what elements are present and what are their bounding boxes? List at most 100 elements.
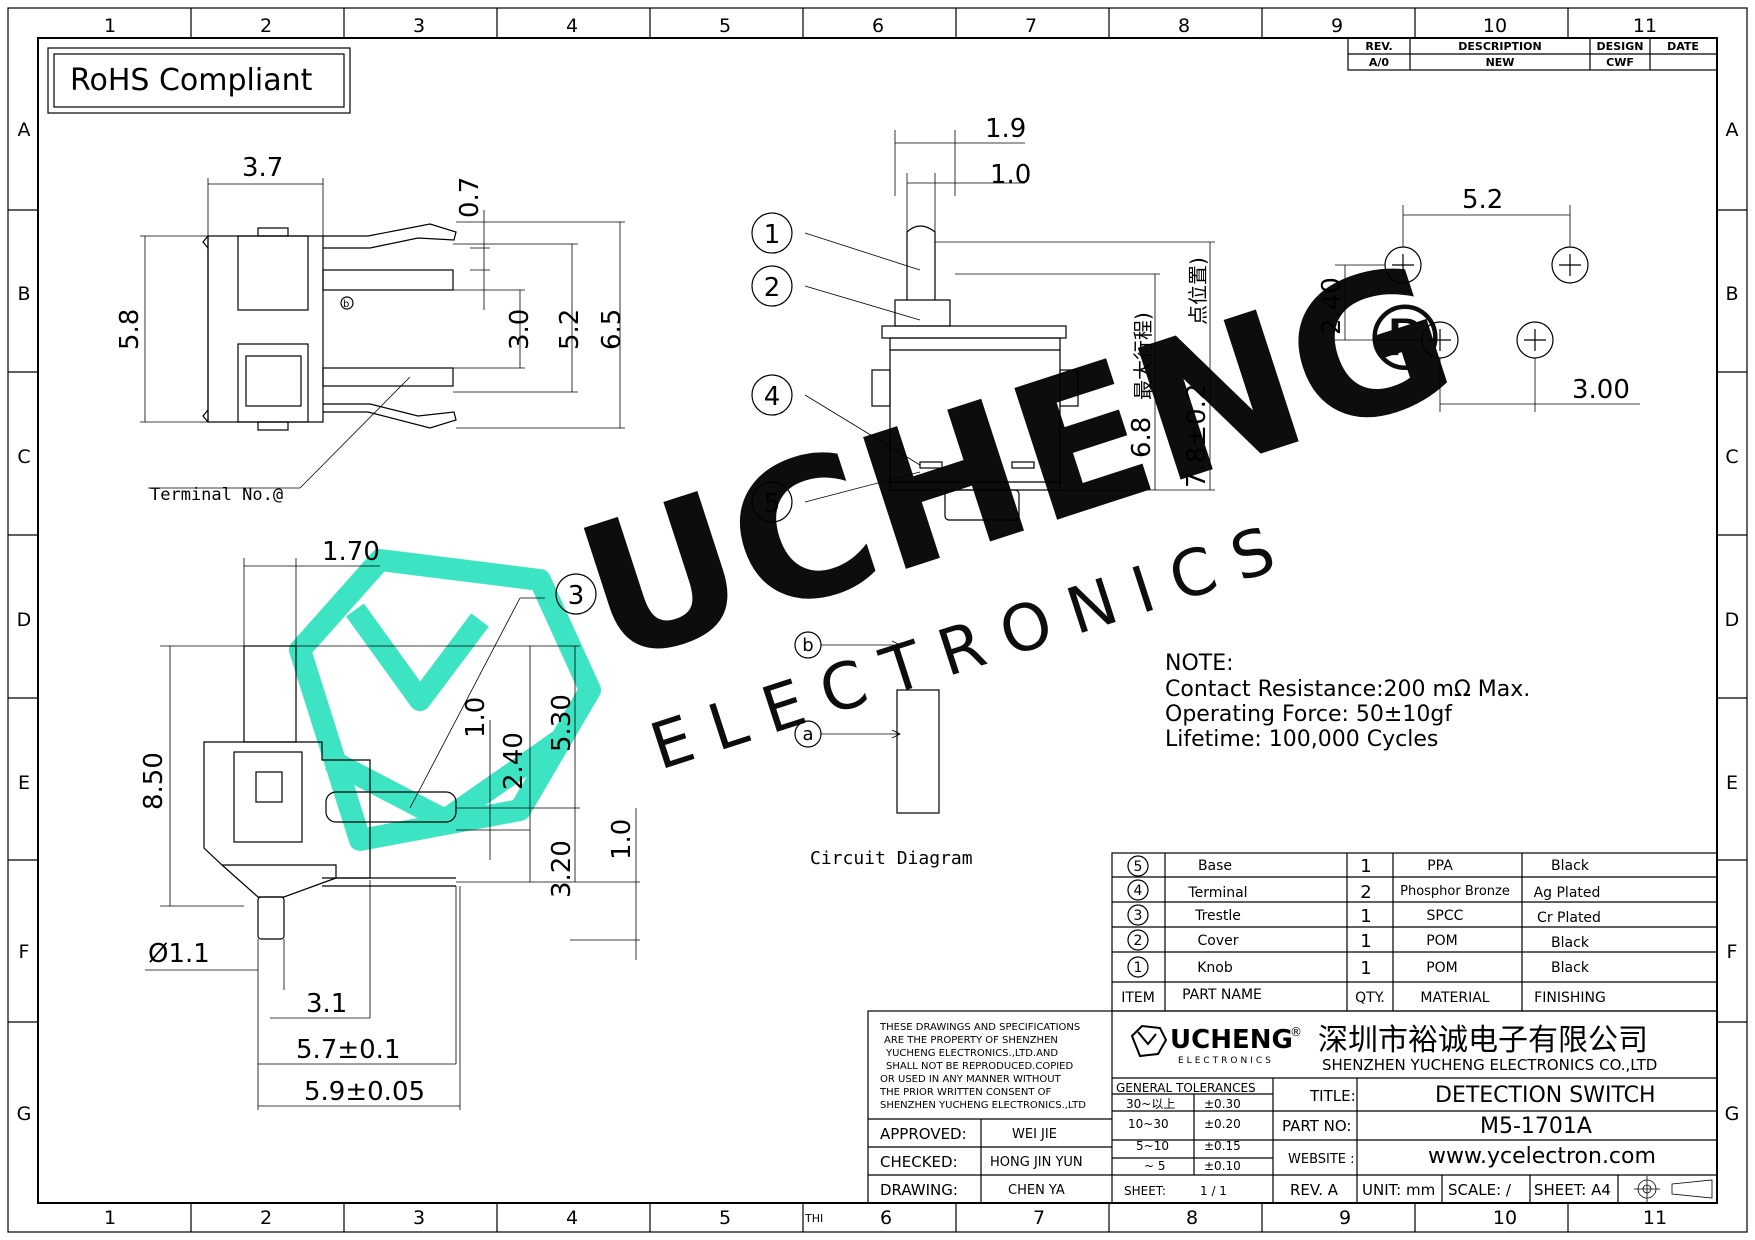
revision-block: REV. DESCRIPTION DESIGN DATE A/0 NEW CWF: [1347, 37, 1718, 71]
row-label: F: [1727, 941, 1738, 963]
bom-material: Phosphor Bronze: [1400, 884, 1510, 899]
sheet-frame: 1 2 3 4 5 6 7 8 9 10 11 1 2 3 4 5 6 7 8 …: [7, 7, 1748, 1233]
bom-header: PART NAME: [1182, 987, 1262, 1003]
bom-item: 5: [1134, 859, 1143, 875]
row-label: B: [17, 283, 30, 305]
bom-name: Terminal: [1187, 885, 1247, 901]
dim-label: 1.0: [461, 697, 491, 738]
bom-item: 2: [1134, 933, 1143, 949]
dim-label: 5.2: [555, 309, 585, 350]
bom-qty: 2: [1360, 882, 1371, 903]
dim-label: 5.30: [547, 694, 577, 752]
col-label: 5: [719, 15, 731, 37]
bom-qty: 1: [1360, 931, 1371, 952]
rev-header: DESCRIPTION: [1458, 40, 1541, 53]
bom-header: MATERIAL: [1420, 990, 1489, 1006]
bom-header: QTY.: [1355, 990, 1385, 1006]
tolerance-value: ±0.30: [1204, 1097, 1241, 1111]
row-label: D: [1725, 609, 1740, 631]
top-left-view: b 3.7 0.7 5.8 3.0 5.2 6.5 Terminal No.@: [115, 153, 627, 505]
dim-label: 0.7: [455, 177, 485, 218]
company-cn: 深圳市裕诚电子有限公司: [1318, 1023, 1648, 1058]
projection-symbol-icon: [1634, 1176, 1713, 1202]
scale-value: SCALE: /: [1448, 1181, 1512, 1199]
col-label: 3: [413, 15, 425, 37]
bom-header: FINISHING: [1534, 990, 1606, 1006]
notice-line: SHALL NOT BE REPRODUCED.COPIED: [886, 1061, 1073, 1072]
col-label: 10: [1483, 15, 1507, 37]
col-label: 6: [872, 15, 884, 37]
note-line: Operating Force: 50±10gf: [1165, 702, 1453, 727]
rohs-badge: RoHS Compliant: [47, 47, 351, 114]
approved-value: WEI JIE: [1012, 1127, 1057, 1142]
tolerance-range: ~ 5: [1144, 1159, 1166, 1173]
col-label: 3: [413, 1207, 425, 1229]
note-line: Contact Resistance:200 mΩ Max.: [1165, 677, 1530, 702]
bom-finish: Black: [1551, 858, 1590, 874]
row-label: G: [17, 1103, 32, 1125]
dim-label: 7.8±0.2: [1182, 384, 1212, 488]
logo-brand: UCHENG: [1170, 1025, 1293, 1055]
sheet-label: SHEET:: [1124, 1184, 1166, 1198]
bom-finish: Ag Plated: [1534, 885, 1601, 901]
dim-label: 3.0: [505, 309, 535, 350]
dim-label: 5.2: [1462, 185, 1503, 215]
terminal-marker: b: [343, 299, 349, 310]
row-label: G: [1725, 1103, 1740, 1125]
notice-line: YUCHENG ELECTRONICS.,LTD.AND: [885, 1048, 1058, 1059]
tolerance-range: 10~30: [1128, 1117, 1169, 1131]
drawing-value: CHEN YA: [1008, 1183, 1065, 1198]
dim-label: 1.0: [607, 819, 637, 860]
tolerance-range: 5~10: [1136, 1139, 1169, 1153]
circuit-diagram: b a Circuit Diagram: [794, 631, 973, 869]
row-label: F: [19, 941, 30, 963]
notice-line: ARE THE PROPERTY OF SHENZHEN: [884, 1035, 1058, 1046]
bom-material: PPA: [1427, 858, 1453, 874]
bom-header: ITEM: [1121, 990, 1155, 1006]
col-label: 4: [566, 1207, 578, 1229]
title-block: THESE DRAWINGS AND SPECIFICATIONS ARE TH…: [867, 1010, 1718, 1204]
dim-label: 5.9±0.05: [304, 1077, 425, 1107]
dim-label: 3.7: [242, 153, 283, 183]
bom-qty: 1: [1360, 856, 1371, 877]
bom-finish: Black: [1551, 935, 1590, 951]
side-view: 1.9 1.0 7.8±0.2 6.8 最大行程) 点位置) 1 2 4 5: [751, 114, 1215, 523]
part-label: PART NO:: [1282, 1117, 1351, 1135]
dim-label: 1.70: [322, 537, 380, 567]
rev-header: DESIGN: [1597, 40, 1644, 53]
rev-header: DATE: [1667, 40, 1699, 53]
col-label: 2: [260, 1207, 272, 1229]
dim-label: 6.5: [597, 309, 627, 350]
notice-line: SHENZHEN YUCHENG ELECTRONICS.,LTD: [880, 1100, 1086, 1111]
col-label: 2: [260, 15, 272, 37]
rev-value: REV. A: [1290, 1181, 1339, 1199]
bom-material: SPCC: [1427, 908, 1464, 924]
part-value: M5-1701A: [1480, 1114, 1592, 1139]
unit-value: UNIT: mm: [1362, 1181, 1435, 1199]
side-callouts: 1 2 4 5: [751, 212, 793, 523]
callout-number: 5: [764, 489, 781, 519]
col-label: 8: [1178, 15, 1190, 37]
title-label: TITLE:: [1309, 1087, 1356, 1105]
dim-label: 5.7±0.1: [296, 1035, 400, 1065]
col-label: 6: [880, 1207, 892, 1229]
row-label: A: [1726, 119, 1739, 141]
callout-number: 4: [764, 382, 781, 412]
bom-item: 4: [1134, 883, 1143, 899]
notice-line: THESE DRAWINGS AND SPECIFICATIONS: [879, 1022, 1080, 1033]
col-label: 9: [1339, 1207, 1351, 1229]
logo-icon: [1130, 1024, 1168, 1058]
row-label: E: [1726, 772, 1738, 794]
circuit-terminal-label: a: [802, 724, 813, 745]
drawing-label: DRAWING:: [880, 1181, 958, 1199]
bom-name: Trestle: [1194, 908, 1241, 924]
note-line: Lifetime: 100,000 Cycles: [1165, 727, 1438, 752]
company-logo: UCHENG ® ELECTRONICS: [1130, 1024, 1302, 1066]
rev-header: REV.: [1365, 40, 1392, 53]
dim-label: 1.0: [990, 160, 1031, 190]
sheet-value: 1 / 1: [1200, 1184, 1227, 1198]
logo-sub: ELECTRONICS: [1178, 1056, 1274, 1066]
col-label: 8: [1186, 1207, 1198, 1229]
bom-item: 3: [1134, 908, 1143, 924]
rohs-label: RoHS Compliant: [70, 63, 313, 98]
